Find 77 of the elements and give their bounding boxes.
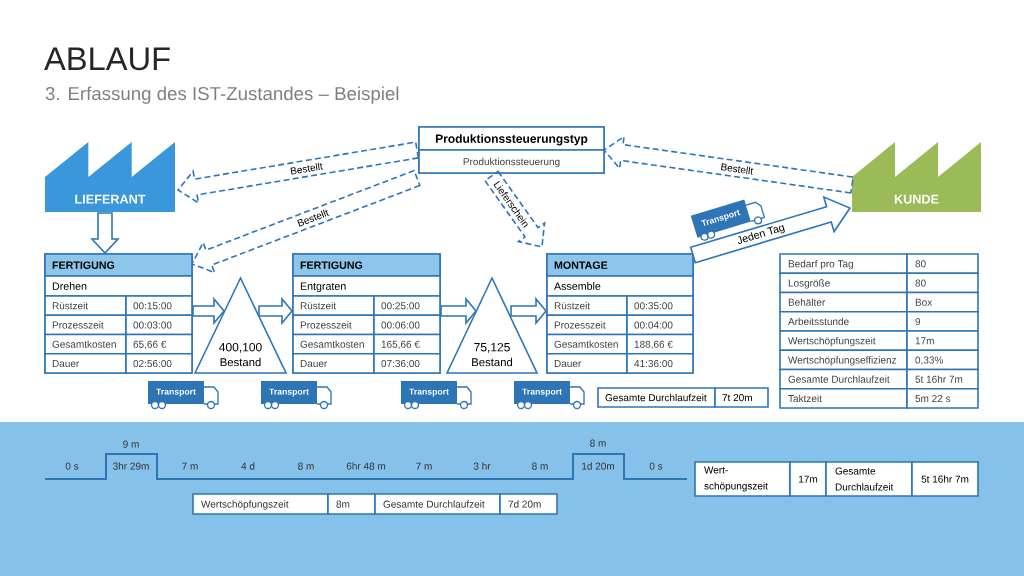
- parameter-cell: Prozesszeit: [44, 314, 127, 336]
- table-cell: Taktzeit: [779, 387, 908, 409]
- table-cell: 17m: [789, 461, 827, 497]
- value-cell: 00:04:00: [626, 314, 694, 336]
- value-cell: 188,66 €: [626, 333, 694, 355]
- transport-truck: Transport: [261, 381, 332, 410]
- time-label: 4 d: [241, 462, 255, 470]
- transport-truck: Transport: [148, 381, 219, 410]
- table-cell: 9: [906, 310, 979, 332]
- table-cell: 0,33%: [906, 349, 979, 371]
- factory-building: KUNDE: [852, 142, 981, 212]
- block-arrow: [258, 296, 294, 326]
- time-label: 3hr 29m: [113, 462, 149, 470]
- dashed-arrow: [176, 141, 420, 205]
- edge-label: Bestellt: [288, 161, 325, 176]
- value-cell: 00:15:00: [125, 295, 193, 317]
- table-cell: Box: [906, 291, 979, 313]
- parameter-cell: Dauer: [292, 352, 375, 374]
- table-cell: 80: [906, 253, 979, 275]
- value-cell: 00:25:00: [373, 295, 441, 317]
- heading-cell: Produktionssteuerungstyp: [418, 126, 605, 151]
- value-cell: 00:06:00: [373, 314, 441, 336]
- parameter-cell: Dauer: [546, 352, 628, 374]
- subtitle: 3. Erfassung des IST-Zustandes – Beispiel: [45, 86, 399, 104]
- table-cell: Wertschöpfungseffizienz: [779, 349, 908, 371]
- block-arrow: [90, 212, 120, 255]
- edge-label: Bestellt: [295, 207, 331, 229]
- table-cell: 80: [906, 272, 979, 294]
- value-cell: 65,66 €: [125, 333, 193, 355]
- block-arrow: [192, 296, 226, 326]
- parameter-cell: Gesamtkosten: [44, 333, 127, 355]
- block-arrow: [440, 296, 478, 326]
- time-label: 0 s: [65, 462, 79, 470]
- table-cell: Arbeitsstunde: [779, 310, 908, 332]
- process-header: MONTAGE: [546, 253, 694, 277]
- subheading-cell: Produktionssteuerung: [418, 149, 605, 174]
- parameter-cell: Prozesszeit: [546, 314, 628, 336]
- parameter-cell: Gesamtkosten: [292, 333, 375, 355]
- time-label: 3 hr: [473, 462, 491, 470]
- table-cell: Behälter: [779, 291, 908, 313]
- edge-label: Bestellt: [719, 161, 755, 176]
- table-cell: 8m: [327, 493, 376, 515]
- parameter-cell: Rüstzeit: [546, 295, 628, 317]
- value-cell: 02:56:00: [125, 352, 193, 374]
- parameter-cell: Gesamtkosten: [546, 333, 628, 355]
- dashed-arrow: [190, 169, 421, 274]
- table-cell: Losgröße: [779, 272, 908, 294]
- table-cell: 5t 16hr 7m: [911, 461, 979, 497]
- block-arrow: [510, 296, 548, 326]
- parameter-cell: Dauer: [44, 352, 127, 374]
- value-cell: 00:03:00: [125, 314, 193, 336]
- time-label: 8 m: [532, 462, 548, 470]
- table-cell: 7t 20m: [714, 387, 769, 408]
- transport-truck: Transport: [401, 381, 472, 410]
- table-cell: 5m 22 s: [906, 387, 979, 409]
- table-cell: 7d 20m: [499, 493, 558, 515]
- transport-truck: Transport: [514, 381, 585, 410]
- title: ABLAUF: [44, 47, 170, 71]
- table-cell: Gesamte Durchlaufzeit: [779, 368, 908, 390]
- process-header: FERTIGUNG: [292, 253, 441, 277]
- value-cell: 07:36:00: [373, 352, 441, 374]
- time-label: 1d 20m: [582, 462, 614, 470]
- process-header: FERTIGUNG: [44, 253, 193, 277]
- parameter-cell: Prozesszeit: [292, 314, 375, 336]
- time-label: 8 m: [590, 439, 606, 447]
- time-label: 6hr 48 m: [346, 462, 386, 470]
- time-label: 9 m: [123, 440, 139, 448]
- value-cell: 00:35:00: [626, 295, 694, 317]
- table-cell: 5t 16hr 7m: [906, 368, 979, 390]
- time-label: 7 m: [182, 462, 198, 470]
- value-cell: 165,66 €: [373, 333, 441, 355]
- value-cell: 41:36:00: [626, 352, 694, 374]
- time-label: 0 s: [649, 462, 663, 470]
- time-label: 8 m: [298, 462, 314, 470]
- time-label: 7 m: [416, 462, 432, 470]
- table-cell: 17m: [906, 330, 979, 352]
- factory-building: LIEFERANT: [45, 142, 175, 212]
